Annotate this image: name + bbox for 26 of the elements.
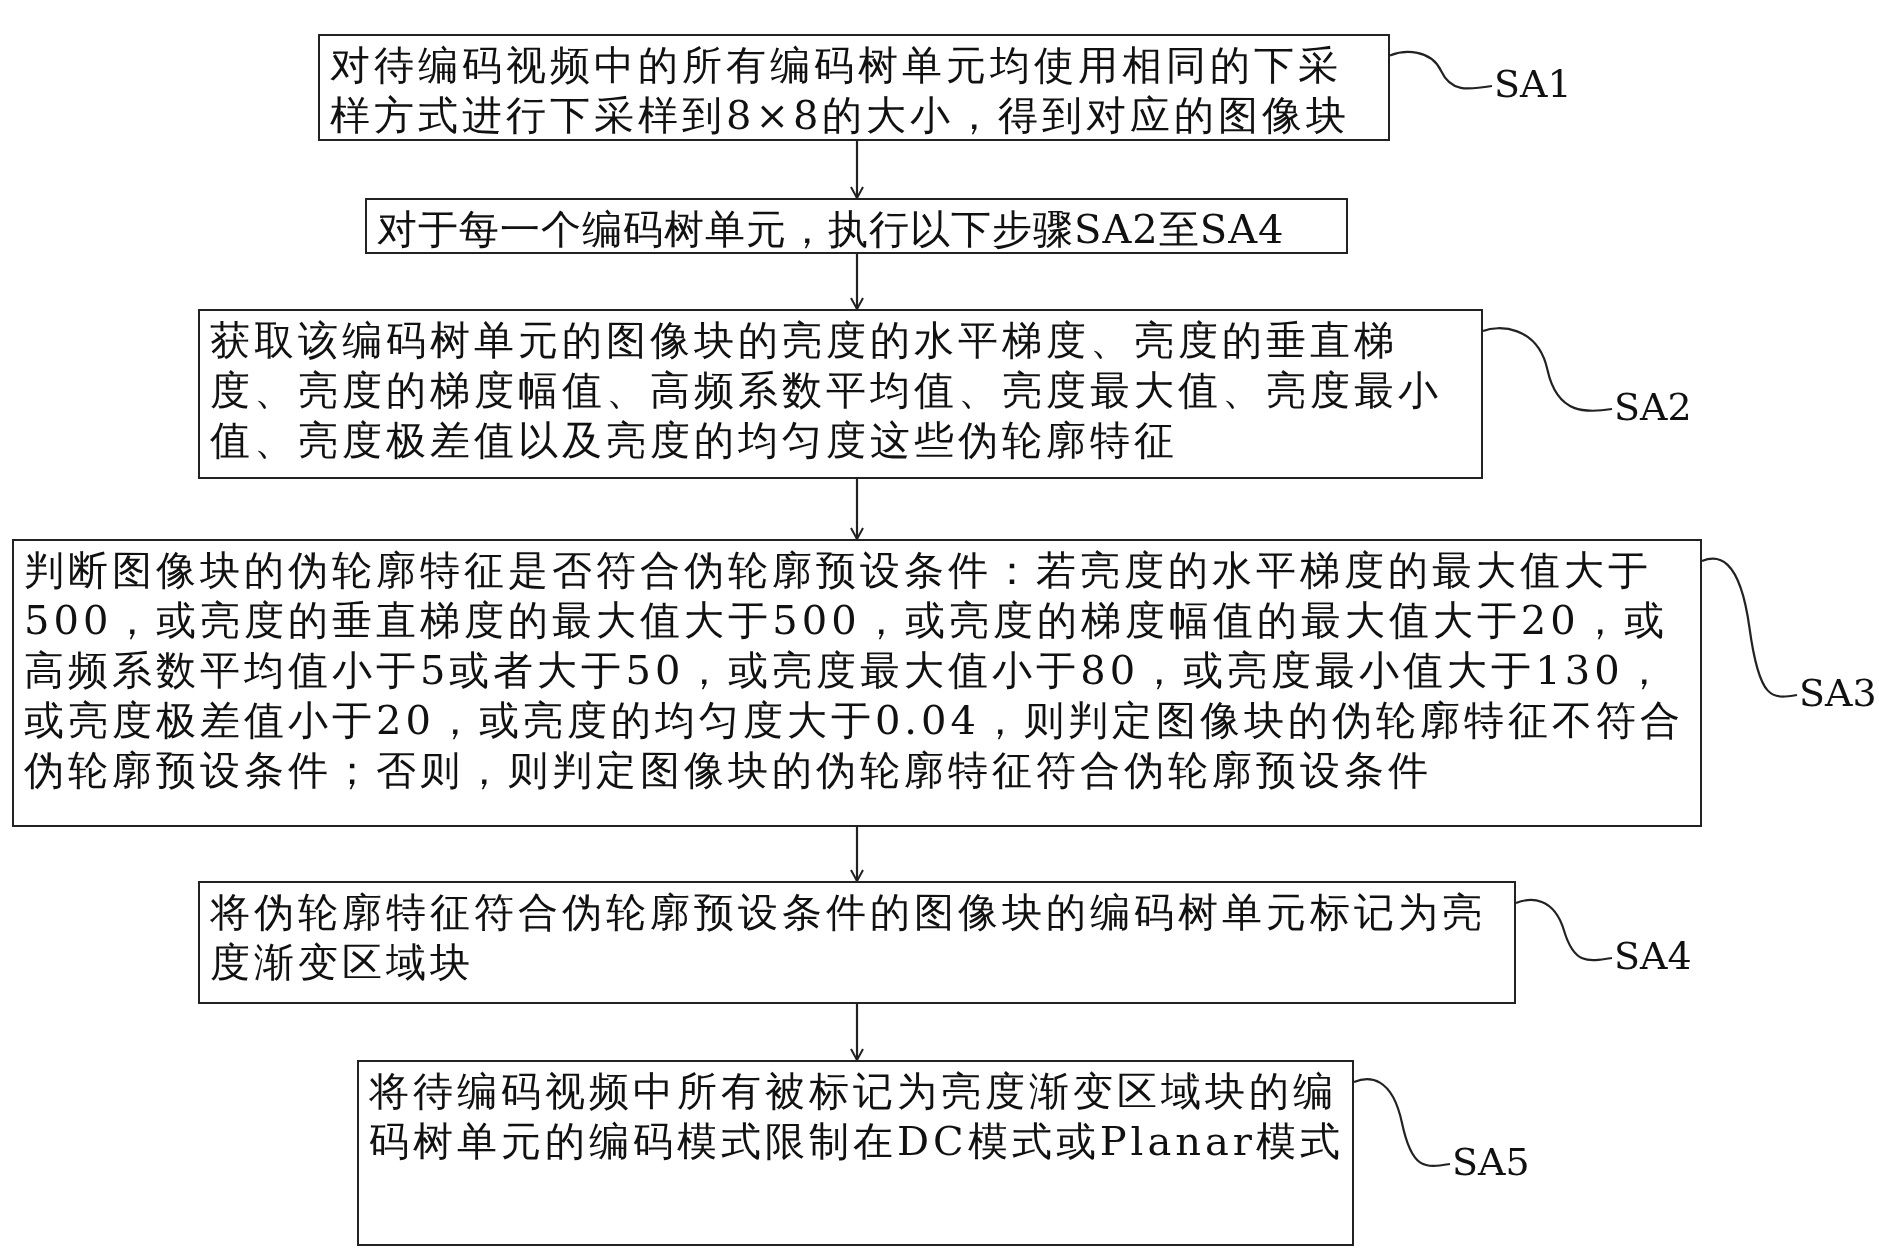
arrow (850, 1004, 864, 1061)
step-text: 对于每一个编码树单元，执行以下步骤SA2至SA4 (377, 205, 1286, 254)
process-box (198, 881, 1516, 1004)
step-label: SA2 (1614, 385, 1692, 429)
leader-line (1482, 327, 1613, 412)
step-label: SA4 (1614, 934, 1692, 978)
step-text: 将伪轮廓特征符合伪轮廓预设条件的图像块的编码树单元标记为亮度渐变区域块 (210, 888, 1487, 987)
step-text: 将待编码视频中所有被标记为亮度渐变区域块的编码树单元的编码模式限制在DC模式或Planar模式 (369, 1067, 1344, 1166)
process-box (365, 198, 1348, 254)
step-label: SA5 (1452, 1140, 1530, 1184)
process-box (198, 309, 1483, 479)
leader-line (1515, 898, 1613, 962)
arrow (850, 254, 864, 310)
arrow (850, 827, 864, 882)
leader-line (1701, 557, 1798, 698)
process-box (12, 539, 1702, 827)
arrow (850, 141, 864, 199)
step-label: SA1 (1494, 62, 1572, 106)
leader-line (1353, 1078, 1451, 1167)
arrow (850, 479, 864, 540)
step-text: 获取该编码树单元的图像块的亮度的水平梯度、亮度的垂直梯度、亮度的梯度幅值、高频系数平均值、亮度最大值、亮度最小值、亮度极差值以及亮度的均匀度这些伪轮廓特征 (210, 316, 1443, 465)
leader-line (1389, 50, 1493, 90)
step-label: SA3 (1799, 671, 1877, 715)
step-text: 判断图像块的伪轮廓特征是否符合伪轮廓预设条件：若亮度的水平梯度的最大值大于500，或亮度的垂直梯度的最大值大于500，或亮度的梯度幅值的最大值大于20，或高频系数平均值小于5或者大于50，或亮度最大值小于80，或亮度最小值大于130，或亮度极差值小于20，或亮度的均匀度大于0.04，则判定图像块的伪轮廓特征不符合伪轮廓预设条件；否则，则判定图像块的伪轮廓特征符合伪轮廓预设条件 (24, 546, 1685, 795)
process-box (357, 1060, 1354, 1246)
step-text: 对待编码视频中的所有编码树单元均使用相同的下采样方式进行下采样到8×8的大小，得到对应的图像块 (330, 41, 1352, 140)
